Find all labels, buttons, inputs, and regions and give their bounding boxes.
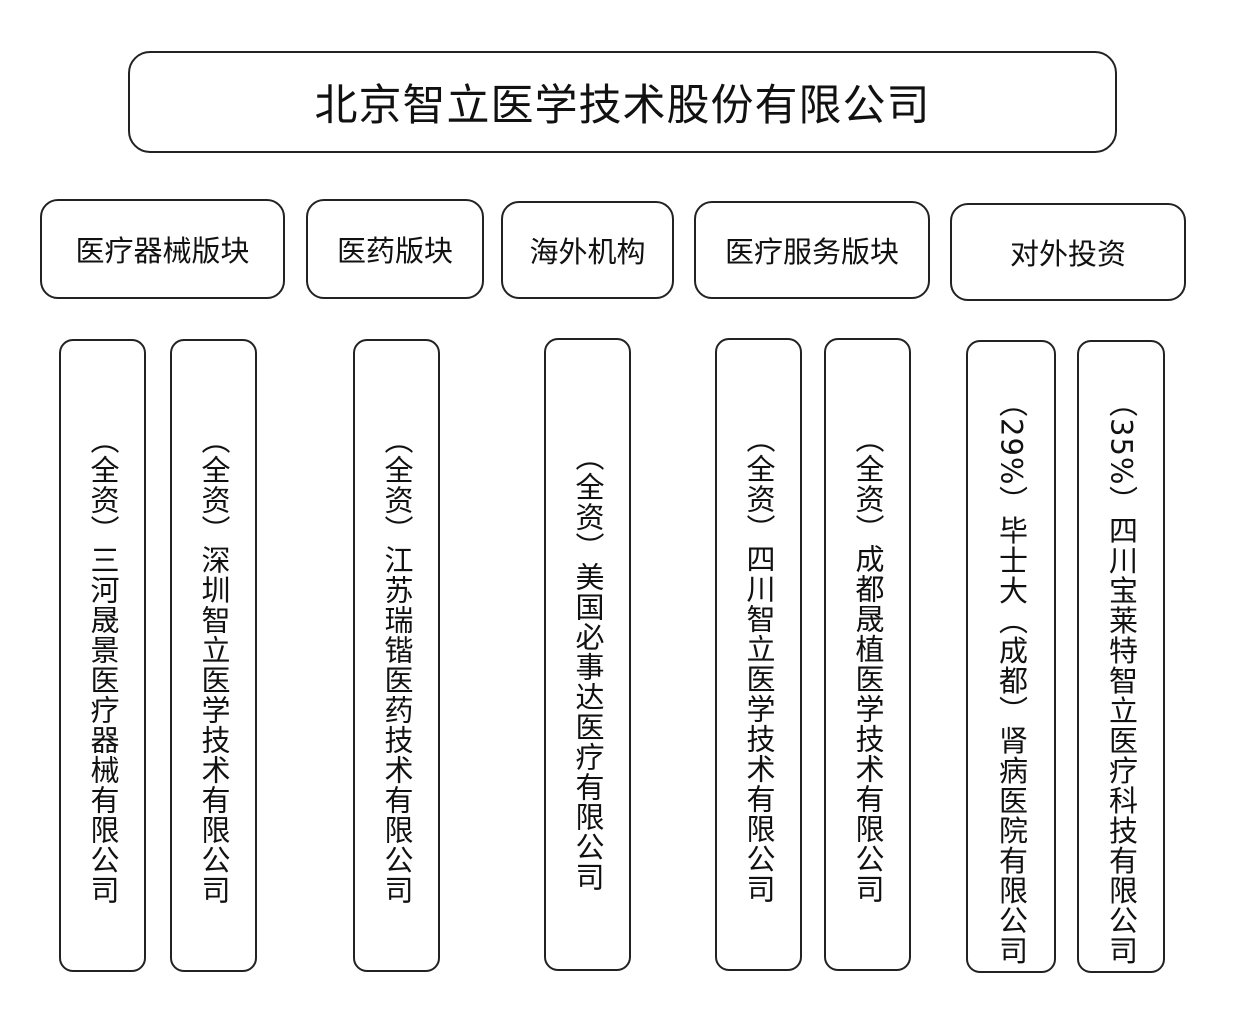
subsidiary-box: （全资）江苏瑞锴医药技术有限公司 (353, 339, 440, 972)
segment-label: 海外机构 (529, 235, 646, 269)
parent-company-name: 北京智立医学技术股份有限公司 (314, 81, 931, 131)
segment-label: 医疗服务版块 (724, 235, 899, 269)
segment-pharmaceuticals: 医药版块 (306, 199, 484, 299)
subsidiary-box: （29%）毕士大（成都）肾病医院有限公司 (966, 340, 1056, 973)
subsidiary-name: （35%）四川宝莱特智立医疗科技有限公司 (1104, 388, 1139, 966)
subsidiary-box: （35%）四川宝莱特智立医疗科技有限公司 (1077, 340, 1165, 973)
subsidiary-name: （全资）三河晟景医疗器械有限公司 (86, 425, 120, 905)
subsidiary-name: （29%）毕士大（成都）肾病医院有限公司 (994, 388, 1029, 966)
subsidiary-name: （全资）江苏瑞锴医药技术有限公司 (380, 425, 414, 905)
subsidiary-box: （全资）深圳智立医学技术有限公司 (170, 339, 257, 972)
segment-overseas: 海外机构 (501, 201, 674, 299)
subsidiary-box: （全资）成都晟植医学技术有限公司 (824, 338, 911, 971)
segment-label: 对外投资 (1009, 237, 1126, 271)
subsidiary-name: （全资）深圳智立医学技术有限公司 (197, 425, 231, 905)
subsidiary-box: （全资）三河晟景医疗器械有限公司 (59, 339, 146, 972)
subsidiary-box: （全资）四川智立医学技术有限公司 (715, 338, 802, 971)
subsidiary-name: （全资）成都晟植医学技术有限公司 (851, 424, 885, 904)
segment-medical-services: 医疗服务版块 (694, 201, 930, 299)
subsidiary-name: （全资）美国必事达医疗有限公司 (571, 442, 605, 892)
subsidiary-box: （全资）美国必事达医疗有限公司 (544, 338, 631, 971)
subsidiary-name: （全资）四川智立医学技术有限公司 (742, 424, 776, 904)
segment-label: 医药版块 (336, 234, 453, 268)
segment-medical-devices: 医疗器械版块 (40, 199, 285, 299)
parent-company-box: 北京智立医学技术股份有限公司 (128, 51, 1117, 153)
segment-external-investment: 对外投资 (950, 203, 1186, 301)
segment-label: 医疗器械版块 (75, 234, 250, 268)
